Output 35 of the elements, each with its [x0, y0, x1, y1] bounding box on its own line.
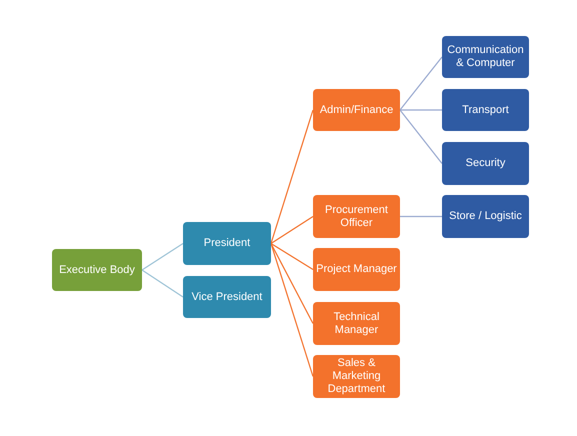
box-label: Sales & Marketing Department: [326, 357, 386, 396]
org-box: [52, 249, 142, 291]
org-box: [183, 222, 271, 265]
box-label: Project Manager: [316, 263, 397, 276]
box-label: President: [204, 237, 250, 250]
box-label: Security: [466, 157, 506, 170]
box-label: Technical Manager: [332, 310, 380, 336]
org-box: [442, 142, 529, 185]
box-label: Store / Logistic: [449, 210, 522, 223]
org-box: [313, 355, 400, 398]
connector-line: [142, 270, 184, 298]
box-label: Procurement Officer: [324, 204, 389, 230]
connector-line: [270, 216, 314, 244]
connector-line: [400, 110, 442, 164]
connector-line: [270, 110, 314, 244]
connector-line: [270, 243, 314, 377]
box-label: Communication & Computer: [446, 44, 525, 70]
box-label: Executive Body: [59, 264, 135, 276]
connector-line: [270, 243, 314, 324]
connector-line: [142, 243, 184, 270]
connector-line: [400, 56, 442, 110]
org-box: [442, 36, 529, 78]
org-box: [313, 248, 400, 291]
box-label: Vice President: [192, 290, 262, 304]
org-box: [442, 89, 529, 131]
connector-line: [400, 216, 442, 218]
connector-line: [400, 109, 442, 111]
org-box: [313, 89, 400, 131]
org-box: [313, 195, 400, 238]
box-label: Transport: [462, 104, 509, 116]
org-box: [313, 302, 400, 345]
org-box: [442, 195, 529, 238]
connector-line: [270, 242, 314, 270]
org-box: [183, 276, 271, 318]
box-label: Admin/Finance: [320, 104, 394, 116]
